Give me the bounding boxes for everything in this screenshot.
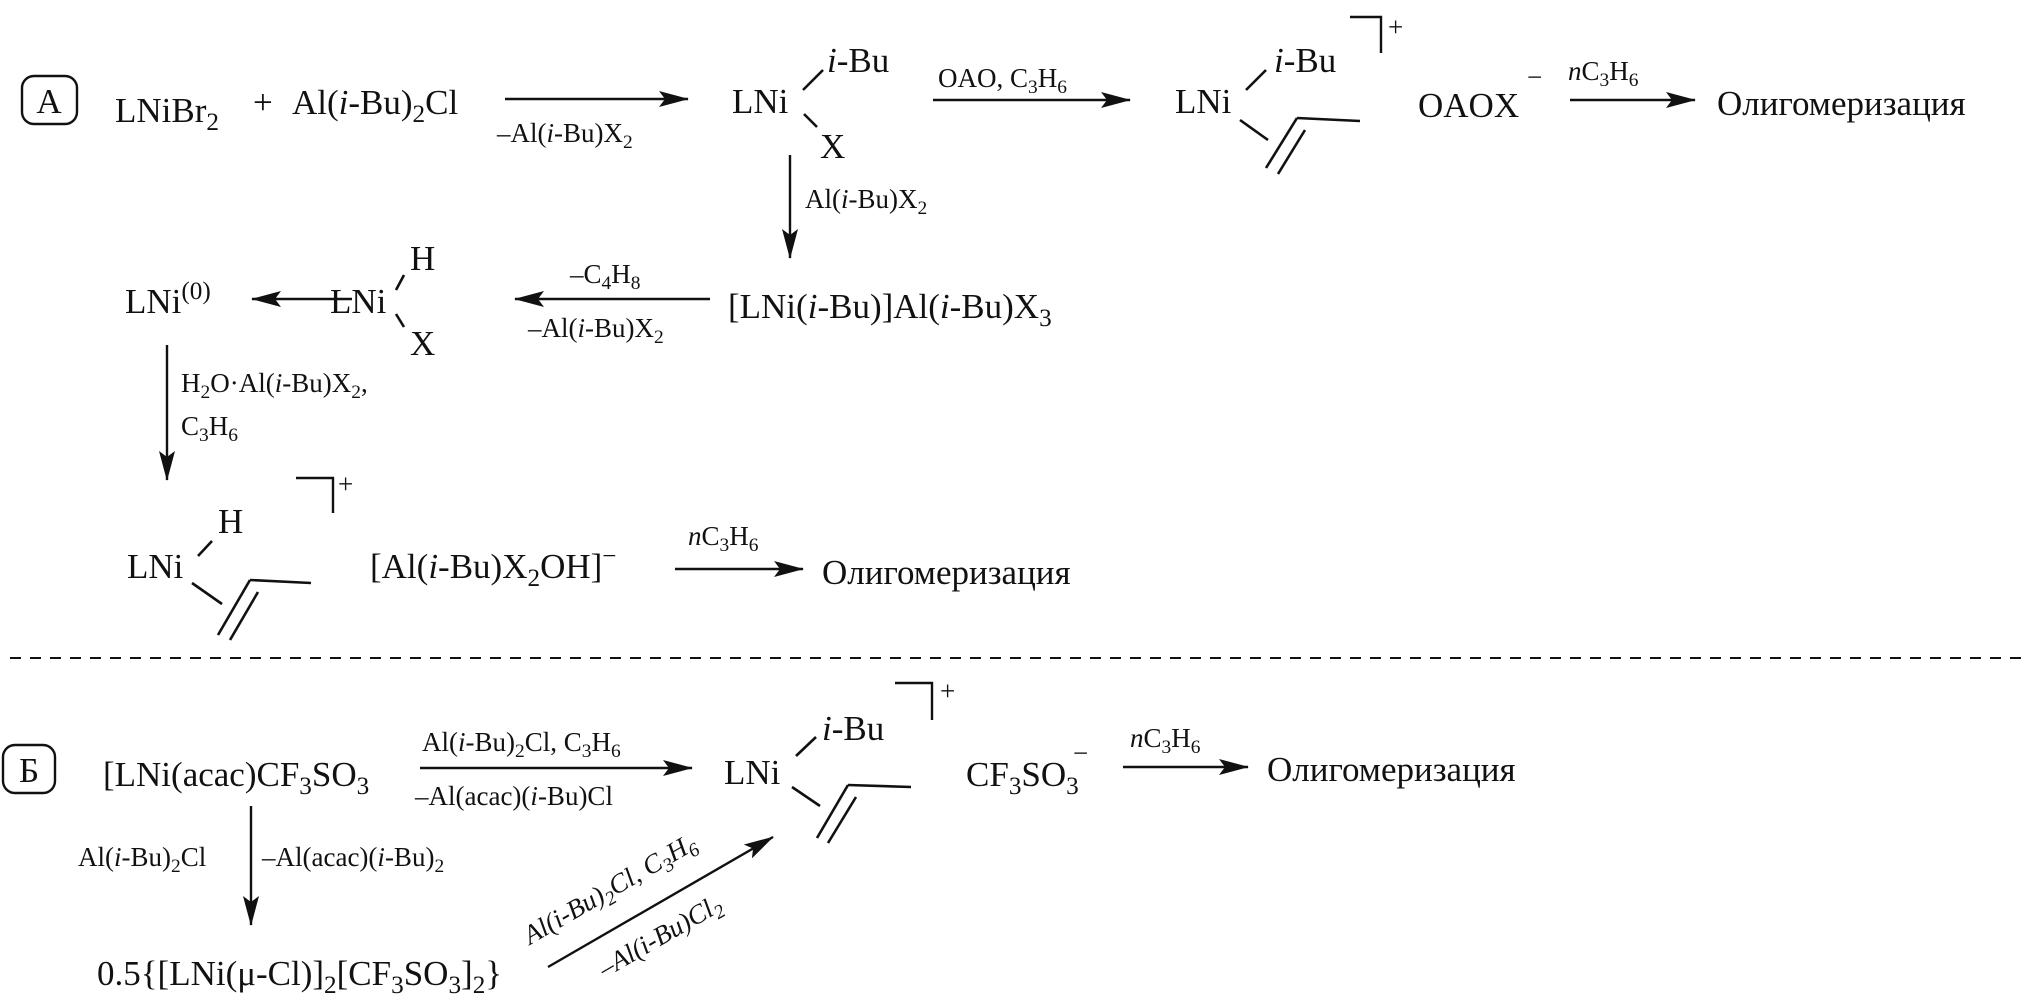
cation1-bracket <box>1350 15 1383 53</box>
int1-lni: LNi <box>732 82 789 121</box>
b-arrow-down-left-label: Al(i-Bu)2Cl <box>78 842 206 877</box>
arrow-down-2-label-2: C3H6 <box>181 411 238 446</box>
arrow-down-1-label: Al(i-Bu)X2 <box>805 184 927 219</box>
hydride-bond-upper <box>394 274 406 291</box>
cation1-bond-upper <box>1245 69 1267 91</box>
reactant-aluminum: Al(i-Bu)2Cl <box>292 83 458 128</box>
cation2-lni: LNi <box>127 547 184 586</box>
b-arrow-1-below-label: –Al(acac)(i-Bu)Cl <box>414 781 613 811</box>
arrow-1-below-label: –Al(i-Bu)X2 <box>496 118 633 153</box>
b-cation-bond-upper <box>795 736 817 757</box>
int1-bond-lower <box>803 113 818 128</box>
int1-bond-upper <box>802 69 824 91</box>
b-arrow-2-above-label: nC3H6 <box>1130 723 1201 758</box>
arrow-down-2-label-1: H2O·Al(i-Bu)X2, <box>181 368 368 403</box>
anion2: [Al(i-Bu)X2OH]− <box>370 543 617 592</box>
ni0-complex: LNi(0) <box>125 278 211 321</box>
product-oligomerization-1: Олигомеризация <box>1717 84 1966 123</box>
product-oligomerization-2: Олигомеризация <box>822 553 1071 592</box>
int1-ibu: i-Bu <box>827 41 889 80</box>
hydride-h: H <box>410 239 435 278</box>
b-anion-charge: − <box>1073 738 1088 768</box>
int1-x: X <box>820 127 845 166</box>
cation2-charge: + <box>338 469 353 499</box>
int2-complex: [LNi(i-Bu)]Al(i-Bu)X3 <box>728 287 1052 332</box>
b-arrow-down-right-label: –Al(acac)(i-Bu)2 <box>261 842 444 877</box>
hydride-bond-lower <box>394 313 406 328</box>
hydride-x: X <box>410 324 435 363</box>
b-anion-triflate: CF3SO3 <box>966 755 1079 800</box>
arrow-4-below-label: –Al(i-Bu)X2 <box>527 313 664 348</box>
panel-a: A LNiBr2 + Al(i-Bu)2Cl –Al(i-Bu)X2 LNi i… <box>20 12 1966 641</box>
anion1-oaox: OAOX <box>1418 86 1519 125</box>
panel-a-badge: A <box>36 82 62 121</box>
cation2-bond-upper <box>197 540 213 557</box>
arrow-3-above-label: nC3H6 <box>1568 56 1639 91</box>
arrow-4-above-label: –C4H8 <box>569 259 640 294</box>
b-dimer: 0.5{[LNi(μ-Cl)]2[CF3SO3]2} <box>97 954 502 999</box>
hydride-lni: LNi <box>330 282 387 321</box>
b-cation-propene <box>791 783 912 844</box>
reactant-ni-acac-triflate: [LNi(acac)CF3SO3 <box>103 755 369 800</box>
cation2-bracket <box>296 476 335 513</box>
b-cation-bracket <box>895 681 934 720</box>
cation2-propene <box>191 578 312 641</box>
panel-b-badge: Б <box>19 751 39 790</box>
cation1-ibu: i-Bu <box>1274 41 1336 80</box>
b-cation-charge: + <box>940 676 955 706</box>
b-arrow-diagonal <box>547 835 774 969</box>
anion1-charge: − <box>1527 62 1542 92</box>
cation1-propene <box>1239 116 1361 175</box>
arrow-2-above-label: OAO, C3H6 <box>938 63 1067 98</box>
b-arrow-1-above-label: Al(i-Bu)2Cl, C3H6 <box>422 727 621 762</box>
plus-sign: + <box>253 83 273 122</box>
b-cation-lni: LNi <box>724 753 781 792</box>
reactant-lnibr2: LNiBr2 <box>115 91 219 136</box>
cation1-charge: + <box>1388 12 1403 42</box>
b-cation-ibu: i-Bu <box>822 709 884 748</box>
panel-b-badge-box <box>1 743 57 795</box>
panel-a-badge-box <box>20 74 79 126</box>
cation1-lni: LNi <box>1175 82 1232 121</box>
panel-b: Б [LNi(acac)CF3SO3 Al(i-Bu)2Cl, C3H6 –Al… <box>1 676 1516 999</box>
b-product-oligomerization: Олигомеризация <box>1267 750 1516 789</box>
cation2-h: H <box>218 502 243 541</box>
arrow-6-above-label: nC3H6 <box>688 521 759 556</box>
